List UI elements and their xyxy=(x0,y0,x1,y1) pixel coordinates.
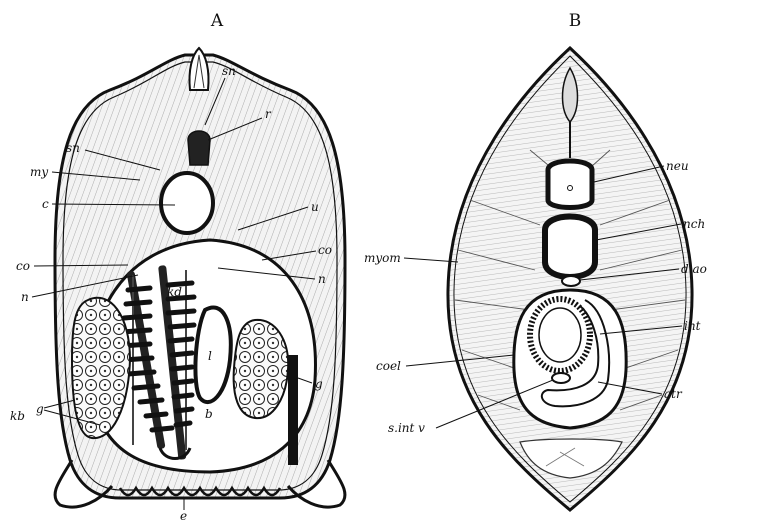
label-kd: kd xyxy=(167,285,182,299)
notochord-a xyxy=(161,173,213,233)
subintestinal-vein-b xyxy=(552,373,570,383)
label-g-small: g xyxy=(36,402,44,416)
label-nch: nch xyxy=(683,217,705,231)
label-myom: myom xyxy=(364,251,401,265)
neural-tube-a xyxy=(188,131,210,165)
label-kb: kb xyxy=(10,409,25,423)
neural-tube-b xyxy=(548,161,592,208)
label-l: l xyxy=(208,349,212,363)
label-c: c xyxy=(42,197,49,211)
label-sn-top: sn xyxy=(222,64,236,78)
label-neu: neu xyxy=(666,159,689,173)
label-d-ao: d.ao xyxy=(681,262,707,276)
panel-b: B xyxy=(364,11,707,510)
label-n-left: n xyxy=(21,290,29,304)
label-int: int xyxy=(684,319,701,333)
label-coel: coel xyxy=(376,359,401,373)
label-co-right: co xyxy=(318,243,332,257)
label-n-right: n xyxy=(318,272,326,286)
label-s-int-v: s.int v xyxy=(388,421,425,435)
label-co-left: co xyxy=(16,259,30,273)
label-e: e xyxy=(180,509,187,523)
atrial-duct-a xyxy=(288,355,298,465)
panel-a-letter: A xyxy=(210,11,224,31)
label-my: my xyxy=(30,165,48,179)
label-g: g xyxy=(315,377,323,391)
panel-a: A xyxy=(10,11,345,523)
label-u: u xyxy=(311,200,319,214)
dorsal-aorta-b xyxy=(562,276,580,286)
label-sn-left: sn xyxy=(66,141,80,155)
label-atr: atr xyxy=(664,387,683,401)
label-b: b xyxy=(205,407,213,421)
panel-b-letter: B xyxy=(569,11,582,31)
notochord-b xyxy=(545,217,595,278)
